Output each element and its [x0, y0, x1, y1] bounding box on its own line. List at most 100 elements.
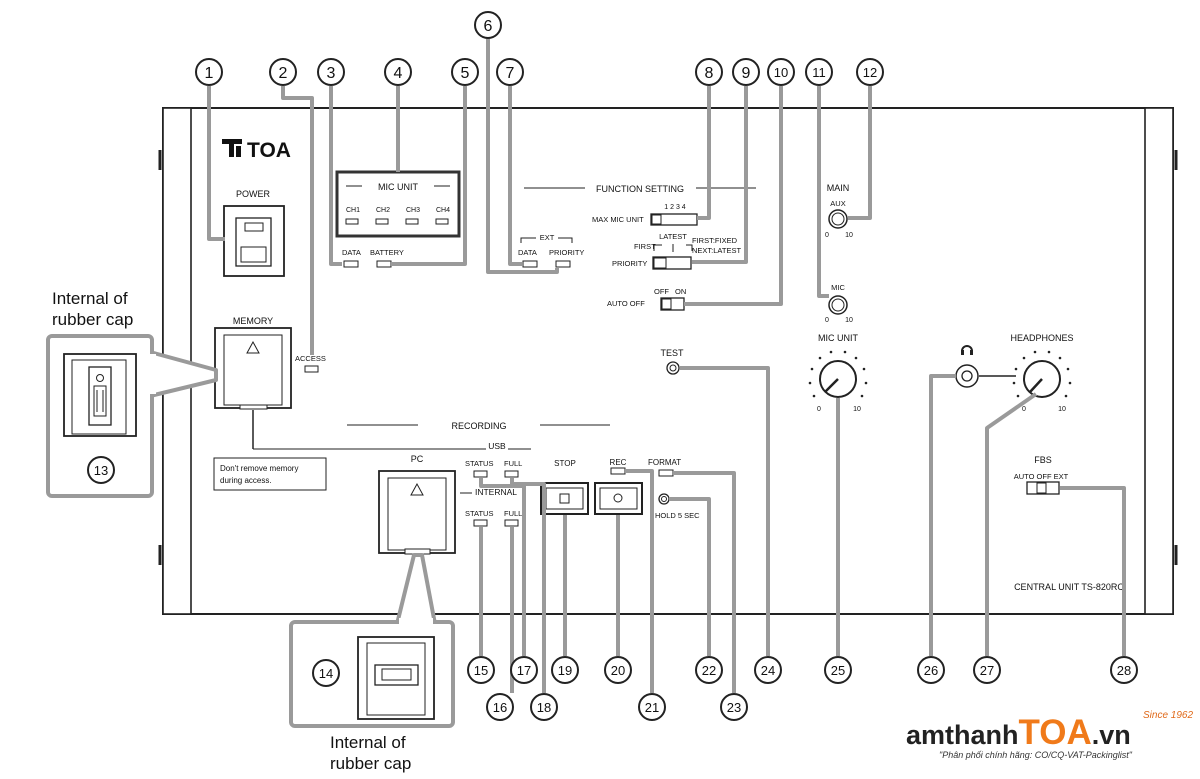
ch2-label: CH2	[376, 207, 390, 214]
callout-24-text: 24	[761, 663, 775, 678]
warning-line-2: during access.	[220, 476, 272, 485]
watermark-suffix: .vn	[1092, 720, 1131, 750]
watermark-highlight: TOA	[1019, 713, 1092, 752]
first-label: FIRST	[634, 242, 656, 251]
callout-19-text: 19	[558, 663, 572, 678]
battery-label: BATTERY	[370, 248, 404, 257]
callout-19: 19	[551, 656, 579, 684]
on-label: ON	[675, 287, 686, 296]
usb-label: USB	[488, 441, 506, 451]
headphones-scale-max: 10	[1058, 406, 1066, 413]
mic-unit-title: MIC UNIT	[378, 182, 418, 192]
usb-status-led	[473, 470, 488, 478]
logo-text: TOA	[247, 139, 291, 162]
hold-label: HOLD 5 SEC	[655, 511, 700, 520]
ext-label: EXT	[540, 233, 555, 242]
callout-21-text: 21	[645, 700, 659, 715]
callout-5-text: 5	[461, 65, 470, 82]
headphones-volume-knob[interactable]	[1023, 360, 1061, 398]
internal-status-label: STATUS	[465, 509, 493, 518]
callout-4: 4	[384, 58, 412, 86]
fbs-modes-label: AUTO OFF EXT	[1014, 472, 1069, 481]
callout-25: 25	[824, 656, 852, 684]
fbs-switch[interactable]	[1026, 481, 1060, 495]
headphone-jack[interactable]	[955, 364, 979, 388]
watermark-brand: amthanhTOA.vn	[906, 713, 1131, 752]
callout-9-text: 9	[742, 65, 751, 82]
max-mic-unit-switch[interactable]	[650, 213, 698, 226]
left-inset-caption-line-2: rubber cap	[52, 310, 134, 329]
callout-11-text: 11	[812, 65, 826, 80]
rec-button[interactable]	[594, 482, 643, 515]
internal-full-label: FULL	[504, 509, 522, 518]
callout-2: 2	[269, 58, 297, 86]
callout-17-text: 17	[517, 663, 531, 678]
main-label: MAIN	[827, 183, 850, 193]
ch1-led	[345, 218, 359, 225]
usb-status-label: STATUS	[465, 459, 493, 468]
memory-slot[interactable]	[214, 327, 292, 410]
left-inset-caption: Internal of rubber cap	[52, 288, 133, 330]
warning-line-1: Don't remove memory	[220, 464, 298, 473]
callout-22: 22	[695, 656, 723, 684]
headphones-label: HEADPHONES	[1010, 333, 1073, 343]
callout-27: 27	[973, 656, 1001, 684]
mic-unit-volume-knob[interactable]	[819, 360, 857, 398]
callout-7-text: 7	[506, 65, 515, 82]
usb-full-label: FULL	[504, 459, 522, 468]
right-side-handle	[1144, 107, 1174, 615]
callout-1-text: 1	[205, 65, 214, 82]
auto-off-label: AUTO OFF	[607, 299, 645, 308]
test-button[interactable]	[666, 361, 680, 375]
auto-off-switch[interactable]	[660, 297, 685, 311]
internal-status-led	[473, 519, 488, 527]
mic-unit-scale-dots	[808, 350, 868, 398]
usb-port-icon	[93, 385, 107, 417]
mic-unit-box	[335, 170, 461, 238]
priority-switch[interactable]	[652, 256, 692, 270]
format-button[interactable]	[658, 493, 670, 505]
callout-5: 5	[451, 58, 479, 86]
watermark-since: Since 1962	[1143, 710, 1193, 721]
aux-volume-knob[interactable]	[828, 209, 848, 229]
inset-pc-internal	[289, 553, 455, 728]
priority-label: PRIORITY	[612, 259, 647, 268]
mic-scale-min: 0	[825, 317, 829, 324]
triangle-up-icon	[410, 482, 424, 496]
callout-28-text: 28	[1117, 663, 1131, 678]
stop-square-icon	[559, 493, 570, 504]
aux-label: AUX	[830, 199, 845, 208]
watermark-tagline: "Phân phối chính hãng: CO/CQ-VAT-Packing…	[939, 750, 1133, 760]
watermark: Since 1962 amthanhTOA.vn "Phân phối chín…	[906, 710, 1193, 760]
triangle-up-icon	[246, 340, 260, 354]
ext-priority-label: PRIORITY	[549, 248, 584, 257]
stop-button[interactable]	[540, 482, 589, 515]
usb-full-led	[504, 470, 519, 478]
callout-2-text: 2	[279, 65, 288, 82]
battery-led	[376, 260, 392, 268]
callout-10: 10	[767, 58, 795, 86]
pc-slot[interactable]	[378, 470, 456, 555]
toa-logo: TOA	[222, 139, 291, 162]
next-latest-label: NEXT:LATEST	[692, 246, 741, 255]
mic-volume-knob[interactable]	[828, 295, 848, 315]
first-fixed-label: FIRST:FIXED	[692, 236, 738, 245]
callout-26-text: 26	[924, 663, 938, 678]
watermark-prefix: amthanh	[906, 720, 1019, 750]
callout-14: 14	[312, 659, 340, 687]
callout-23: 23	[720, 693, 748, 721]
latest-label: LATEST	[659, 232, 687, 241]
ch4-led	[435, 218, 449, 225]
callout-14-text: 14	[319, 666, 333, 681]
power-switch[interactable]	[223, 205, 285, 277]
test-label: TEST	[660, 348, 684, 358]
ch1-label: CH1	[346, 207, 360, 214]
max-digits: 1 2 3 4	[664, 204, 686, 211]
data-label: DATA	[342, 248, 361, 257]
headphones-scale-dots	[1012, 350, 1072, 398]
warning-note	[213, 457, 327, 491]
callout-16: 16	[486, 693, 514, 721]
function-setting-title: FUNCTION SETTING	[596, 184, 684, 194]
callout-20: 20	[604, 656, 632, 684]
headphone-icon	[961, 345, 973, 355]
